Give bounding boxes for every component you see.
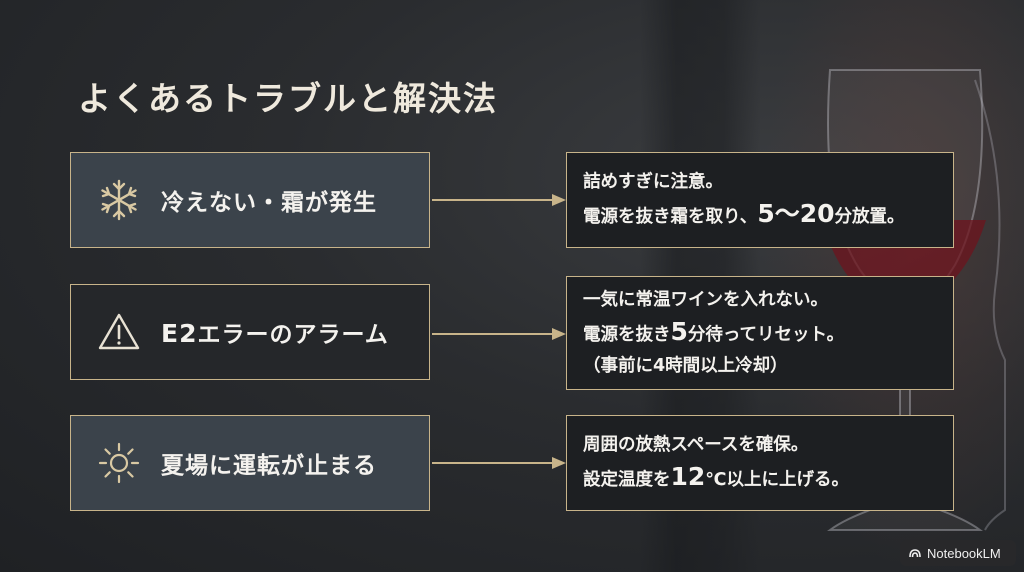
solution-box-1: 詰めすぎに注意。 電源を抜き霜を取り、5〜20分放置。	[566, 152, 954, 248]
arrow-icon	[432, 328, 566, 340]
problem-label-2: E2エラーのアラーム	[161, 319, 389, 348]
solution-2-line-1: 一気に常温ワインを入れない。	[583, 289, 828, 310]
warning-icon	[98, 313, 140, 350]
snowflake-icon	[101, 179, 137, 221]
notebooklm-label: NotebookLM	[927, 545, 1001, 561]
arrow-icon	[432, 194, 566, 206]
problem-box-3: 夏場に運転が止まる	[70, 415, 430, 511]
solution-box-2: 一気に常温ワインを入れない。 電源を抜き5分待ってリセット。 （事前に4時間以上…	[566, 276, 954, 390]
solution-2-line-2: 電源を抜き5分待ってリセット。	[583, 316, 845, 346]
solution-box-3: 周囲の放熱スペースを確保。 設定温度を12℃以上に上げる。	[566, 415, 954, 511]
problem-label-3: 夏場に運転が止まる	[161, 453, 377, 479]
notebooklm-logo-icon	[909, 549, 921, 558]
arrow-icon	[432, 457, 566, 469]
solution-1-line-2: 電源を抜き霜を取り、5〜20分放置。	[583, 199, 905, 228]
solution-3-line-2: 設定温度を12℃以上に上げる。	[583, 462, 849, 491]
solution-2-line-3: （事前に4時間以上冷却）	[583, 355, 788, 376]
slide-title: よくあるトラブルと解決法	[78, 79, 498, 118]
problem-label-1: 冷えない・霜が発生	[161, 190, 377, 216]
solution-1-line-1: 詰めすぎに注意。	[583, 172, 723, 192]
solution-3-line-1: 周囲の放熱スペースを確保。	[583, 435, 809, 455]
problem-box-1: 冷えない・霜が発生	[70, 152, 430, 248]
problem-box-2: E2エラーのアラーム	[70, 284, 430, 380]
trouble-row-1: 冷えない・霜が発生 詰めすぎに注意。 電源を抜き霜を取り、5〜20分放置。	[0, 152, 1024, 252]
notebooklm-badge[interactable]: NotebookLM	[900, 540, 1016, 566]
trouble-row-2: E2エラーのアラーム 一気に常温ワインを入れない。 電源を抜き5分待ってリセット…	[0, 276, 1024, 390]
trouble-row-3: 夏場に運転が止まる 周囲の放熱スペースを確保。 設定温度を12℃以上に上げる。	[0, 415, 1024, 515]
sun-icon	[98, 442, 140, 484]
